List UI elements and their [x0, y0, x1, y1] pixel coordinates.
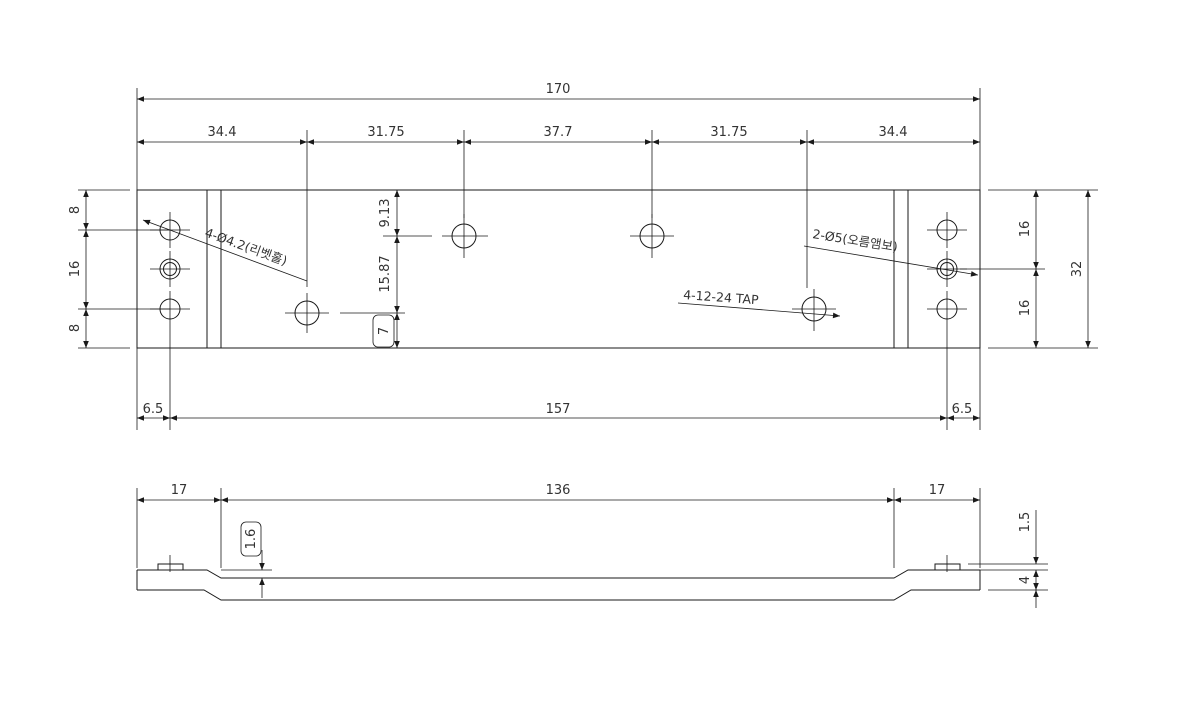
side-view: 17 136 17 1.6 1.5 4: [136, 483, 1048, 608]
hole-left-bottom: [150, 291, 190, 430]
callout-tap: 4-12-24 TAP: [683, 287, 760, 307]
hole-right-bottom: [927, 291, 967, 430]
dim-side-segment-2: 136: [546, 483, 571, 498]
dim-end-offset-left: 6.5: [143, 402, 164, 417]
rivet-head-left: [157, 563, 184, 571]
dim-side-segment-3: 17: [929, 483, 946, 498]
callout-rivet: 4-Ø4.2(리벳홀): [203, 225, 289, 269]
dim-overall-length: 170: [546, 82, 571, 97]
plate-outline: [136, 189, 981, 349]
top-view: 170 34.4 31.75 37.7 31.75 34.4 8 16 8 16…: [68, 82, 1098, 430]
hole-left-middle: [150, 251, 190, 287]
dim-overall-height: 32: [1070, 261, 1085, 278]
dim-right-height-2: 16: [1018, 300, 1033, 317]
dim-spacing-2: 31.75: [367, 125, 404, 140]
dim-step: 7: [377, 327, 392, 335]
dim-spacing-5: 34.4: [879, 125, 908, 140]
leader-long-hole: [803, 245, 979, 277]
dim-hole-offset-2: 15.87: [378, 255, 393, 292]
hole-right-middle: [927, 251, 967, 287]
hole-right-top: [927, 212, 967, 248]
step-label-box: [372, 314, 395, 348]
dim-step-height: 1.5: [1018, 512, 1033, 533]
dim-left-height-2: 16: [68, 261, 83, 278]
dim-spacing-4: 31.75: [710, 125, 747, 140]
dim-thickness: 1.6: [244, 529, 259, 550]
dim-side-segment-1: 17: [171, 483, 188, 498]
dim-left-height-1: 8: [68, 206, 83, 214]
dim-hole-offset-1: 9.13: [378, 199, 393, 228]
dim-pitch: 157: [546, 402, 571, 417]
side-profile-top-edge: [137, 569, 980, 579]
tap-hole-4: [792, 289, 836, 331]
thickness-label-box: [240, 521, 262, 557]
tap-hole-1: [285, 293, 329, 333]
leader-rivet: [142, 219, 308, 282]
dim-spacing-3: 37.7: [544, 125, 573, 140]
rivet-head-right: [934, 563, 961, 571]
callout-long-hole: 2-Ø5(오름앰보): [812, 226, 899, 254]
dim-spacing-1: 34.4: [208, 125, 237, 140]
side-profile-bottom-edge: [137, 589, 980, 601]
tap-hole-3: [630, 214, 674, 258]
dim-total-thickness: 4: [1018, 576, 1033, 584]
dim-end-offset-right: 6.5: [952, 402, 973, 417]
dim-left-height-3: 8: [68, 324, 83, 332]
dim-right-height-1: 16: [1018, 221, 1033, 238]
leader-tap: [677, 302, 841, 319]
tap-hole-2: [442, 214, 488, 258]
